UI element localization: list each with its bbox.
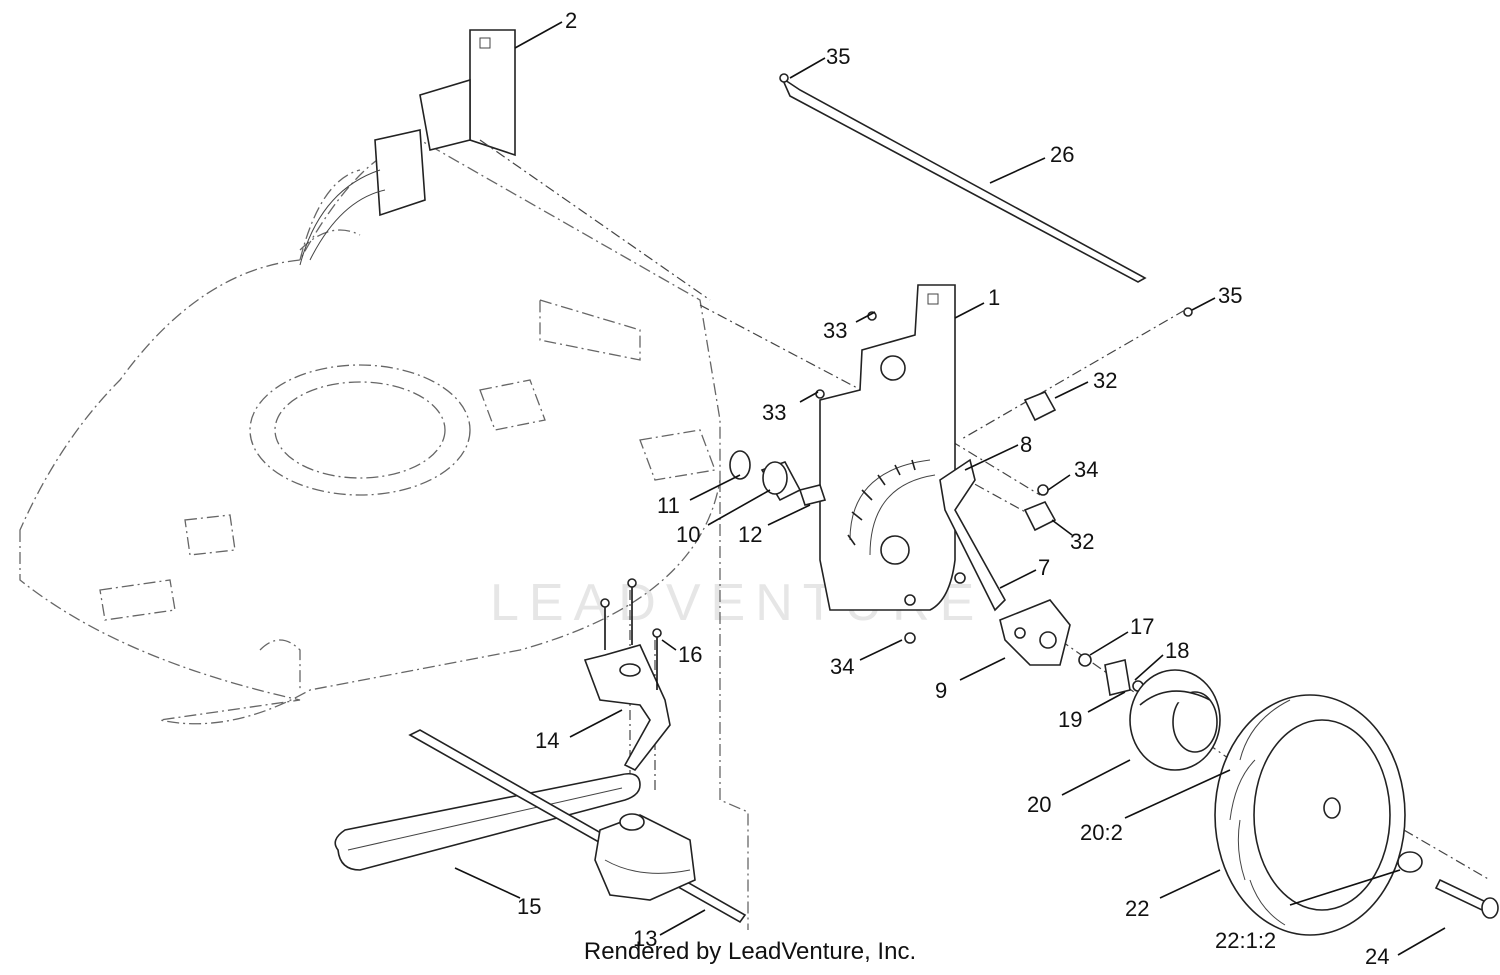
render-credit: Rendered by LeadVenture, Inc. [583,938,917,965]
callout-20: 20 [1027,792,1051,817]
part-13-transmission [408,729,747,924]
callout-11: 11 [657,493,680,518]
callout-9: 9 [935,678,947,703]
part-20-hub-cover [1129,669,1245,772]
callout-24: 24 [1365,944,1389,969]
callout-10: 10 [676,522,700,547]
callout-17: 17 [1130,614,1154,639]
callout-19: 19 [1058,707,1082,732]
callout-34: 34 [1074,457,1098,482]
callout-8: 8 [1020,432,1032,457]
callout-13: 13 [633,926,657,951]
callout-2: 2 [565,8,577,33]
callout-35: 35 [826,44,850,69]
callout-20-2: 20:2 [1080,820,1123,845]
callout-34: 34 [830,654,854,679]
part-10-11-12-bushings [729,450,827,506]
callout-18: 18 [1165,638,1189,663]
callout-7: 7 [1038,555,1050,580]
callout-16: 16 [678,642,702,667]
part-22-rear-wheel [1214,694,1423,936]
hardware [815,311,1144,696]
callout-22: 22 [1125,896,1149,921]
part-15-drive-belt [334,772,641,871]
leader-lines [454,21,1446,956]
callout-1: 1 [988,285,1000,310]
callout-35: 35 [1218,283,1242,308]
callout-14: 14 [535,728,559,753]
part-2-handle-bracket [299,29,516,266]
callout-32: 32 [1070,529,1094,554]
callout-22-1-2: 22:1:2 [1215,928,1276,953]
callout-32: 32 [1093,368,1117,393]
callout-26: 26 [1050,142,1074,167]
part-1-height-adjust-plate [819,284,956,611]
callout-15: 15 [517,894,541,919]
part-9-pivot-bracket [999,599,1071,666]
callout-12: 12 [738,522,762,547]
part-24-wheel-bolt [1434,878,1499,919]
part-26-cable-rod [779,73,1193,317]
part-14-belt-bracket [583,578,671,772]
mower-deck-phantom [19,139,749,930]
callout-33: 33 [762,400,786,425]
callout-33: 33 [823,318,847,343]
callouts: 2 35 26 35 1 33 33 32 8 34 32 11 10 12 7… [517,8,1389,969]
part-7-8-height-lever [939,458,1006,612]
